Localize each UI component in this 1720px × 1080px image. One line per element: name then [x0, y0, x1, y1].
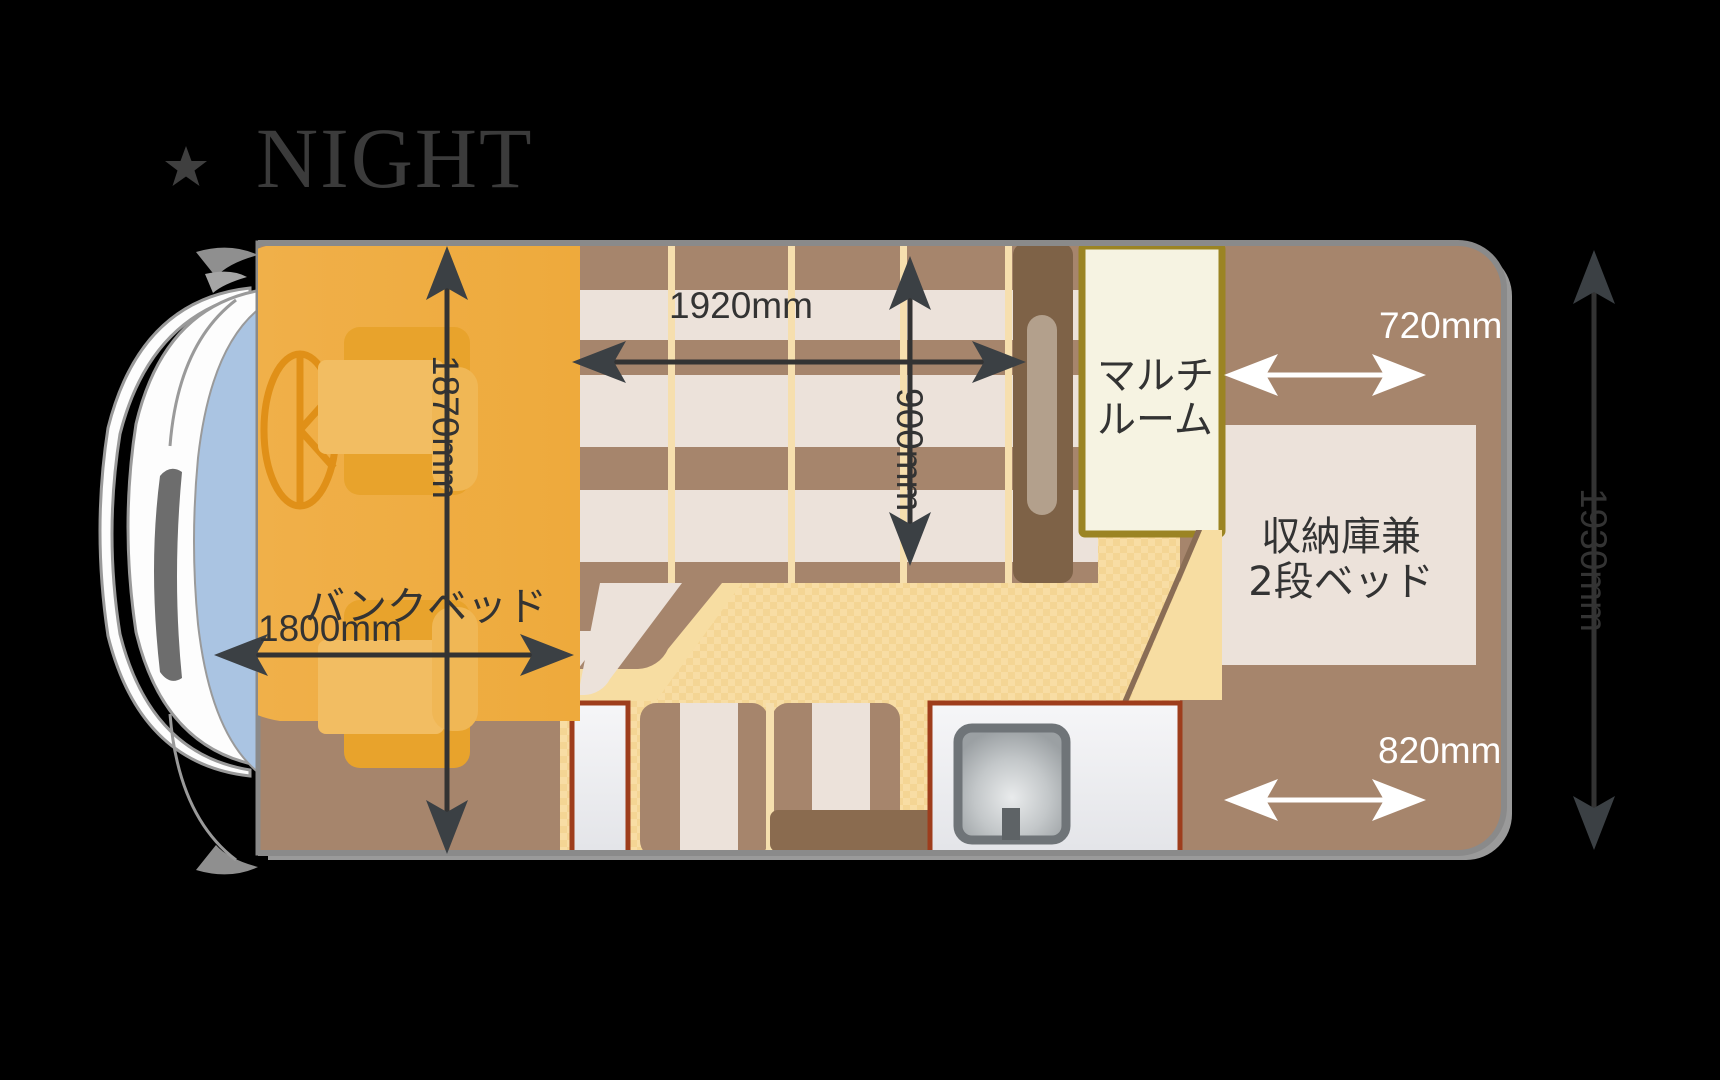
label-bunk-bed: バンクベッド: [305, 584, 547, 630]
storage-bunk-panel: [1206, 425, 1476, 665]
label-storage-bunk: 収納庫兼 2段ベッド: [1248, 514, 1434, 605]
brand-logo: NIGHT: [110, 108, 534, 208]
wardrobe-pillar: [1013, 243, 1073, 583]
label-multi-room: マルチ ルーム: [1097, 354, 1215, 443]
dim-label-1920: 1920mm: [669, 285, 813, 326]
dim-label-820: 820mm: [1378, 730, 1502, 771]
dim-arrow-820: [1224, 779, 1426, 821]
dim-label-1930: 1930mm: [1573, 488, 1614, 632]
crescent-moon-star-icon: [132, 118, 207, 198]
dim-label-720: 720mm: [1379, 305, 1503, 346]
dim-arrow-720: [1224, 354, 1426, 396]
dim-label-900: 900mm: [889, 388, 930, 512]
dim-arrow-1870: [426, 246, 468, 854]
dim-arrow-1930: [1573, 250, 1615, 850]
dim-arrow-1800: [214, 634, 574, 676]
dim-label-1800: 1800mm: [258, 608, 402, 649]
brand-name: NIGHT: [256, 110, 534, 206]
bunk-bed-area: [258, 243, 580, 768]
steering-wheel-icon: [260, 350, 340, 510]
vehicle-cab: [98, 247, 273, 875]
dim-arrow-900: [889, 256, 931, 566]
dim-arrow-1920: [572, 341, 1026, 383]
rear-bed-area: [578, 243, 1098, 669]
dim-label-1870: 1870mm: [425, 355, 466, 499]
lower-furniture-row: [569, 700, 1183, 853]
dimension-arrows: [214, 246, 1615, 854]
